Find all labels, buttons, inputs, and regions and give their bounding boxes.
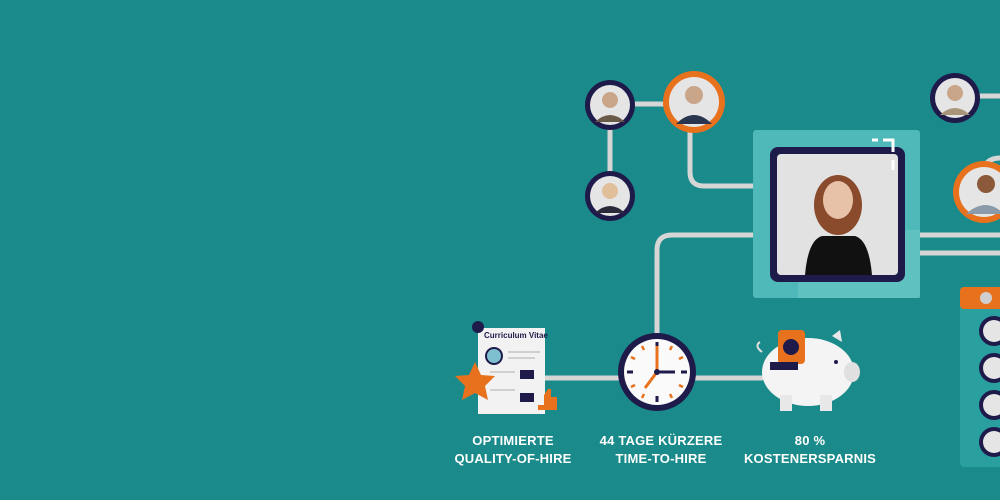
- benefit-line2: TIME-TO-HIRE: [615, 451, 707, 466]
- cv-icon: [455, 321, 557, 414]
- cv-title: Curriculum Vitae: [484, 331, 548, 340]
- benefit-line1: 80 %: [794, 433, 826, 448]
- piggy-bank-icon: [756, 330, 860, 411]
- benefit-line2: QUALITY-OF-HIRE: [454, 451, 572, 466]
- featured-candidate-panel: [753, 130, 920, 298]
- benefit-cost-savings: 80 % KOSTENERSPARNIS: [725, 432, 895, 468]
- benefit-time-to-hire: 44 TAGE KÜRZERE TIME-TO-HIRE: [576, 432, 746, 468]
- benefit-line2: KOSTENERSPARNIS: [743, 451, 877, 466]
- connector-lines: [542, 93, 1000, 381]
- thumbs-up-icon: [538, 389, 557, 410]
- benefit-quality-of-hire: OPTIMIERTE QUALITY-OF-HIRE: [428, 432, 598, 468]
- candidate-avatar: [953, 161, 1000, 223]
- candidate-avatar: [663, 71, 725, 133]
- candidate-avatar: [585, 80, 635, 130]
- benefit-line1: 44 TAGE KÜRZERE: [599, 433, 723, 448]
- candidate-avatar: [585, 171, 635, 221]
- benefit-line1: OPTIMIERTE: [472, 433, 554, 448]
- candidate-avatar: [930, 73, 980, 123]
- clock-icon: [618, 333, 696, 411]
- candidate-list-panel: [960, 287, 1000, 467]
- featured-person-photo: [805, 175, 872, 275]
- star-icon: [455, 362, 495, 400]
